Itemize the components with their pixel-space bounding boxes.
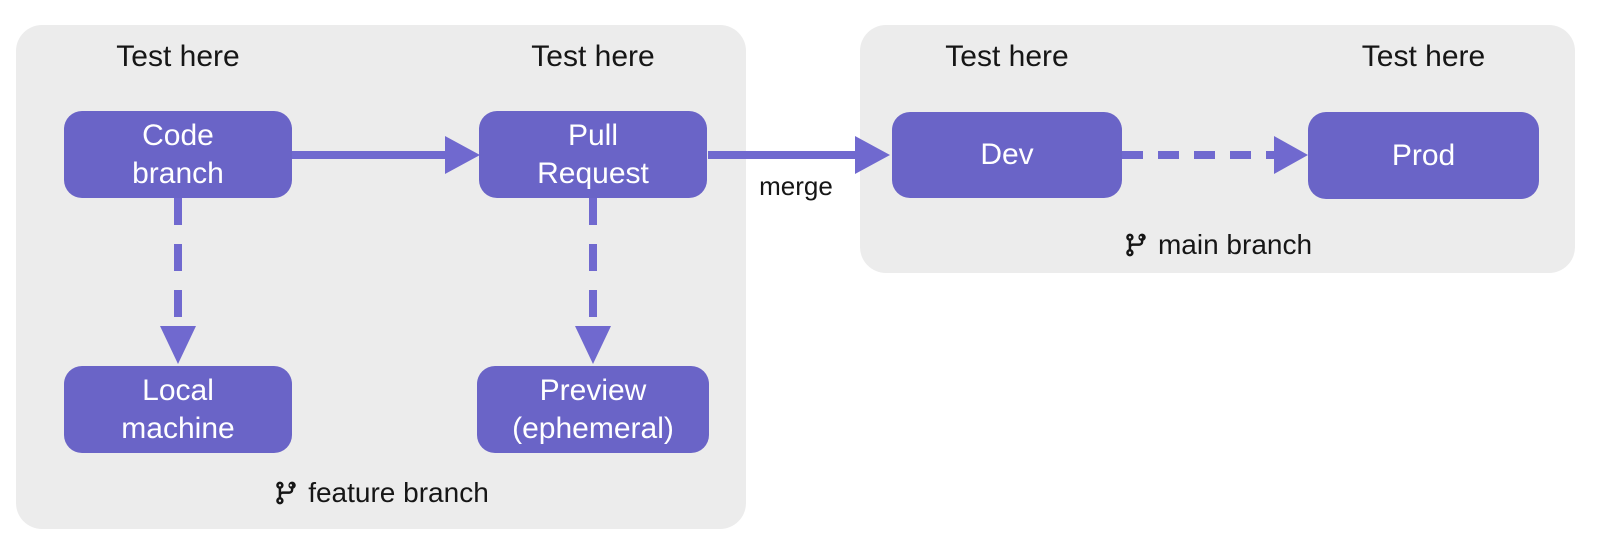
git-branch-icon xyxy=(1123,232,1149,258)
node-code-branch-line2: branch xyxy=(132,156,224,190)
node-preview-ephemeral: Preview (ephemeral) xyxy=(477,366,709,453)
node-preview-line2: (ephemeral) xyxy=(512,411,674,445)
merge-edge-label: merge xyxy=(759,171,833,201)
feature-branch-group xyxy=(16,25,746,529)
node-code-branch-line1: Code xyxy=(142,118,214,152)
node-pull-request-line2: Request xyxy=(537,156,649,190)
feature-branch-caption-text: feature branch xyxy=(308,477,489,508)
node-pull-request-line1: Pull xyxy=(567,118,619,152)
node-local-machine: Local machine xyxy=(64,366,292,453)
node-code-branch: Code branch xyxy=(64,111,292,198)
node-dev: Dev xyxy=(892,112,1122,198)
test-here-label-prod: Test here xyxy=(1361,40,1486,73)
git-branch-icon xyxy=(273,480,299,506)
node-preview-line1: Preview xyxy=(539,373,647,407)
main-branch-caption-text: main branch xyxy=(1157,229,1313,260)
node-prod-label: Prod xyxy=(1391,138,1456,172)
node-dev-label: Dev xyxy=(980,138,1034,171)
node-local-machine-line1: Local xyxy=(142,373,214,407)
node-local-machine-line2: machine xyxy=(121,411,235,445)
test-here-label-dev: Test here xyxy=(945,40,1069,73)
test-here-label-code-branch: Test here xyxy=(116,40,240,73)
feature-branch-caption: feature branch xyxy=(16,477,746,509)
node-prod: Prod xyxy=(1308,112,1539,199)
node-pull-request: Pull Request xyxy=(479,111,707,198)
test-here-label-pull-request: Test here xyxy=(531,40,655,73)
main-branch-caption: main branch xyxy=(860,229,1575,261)
